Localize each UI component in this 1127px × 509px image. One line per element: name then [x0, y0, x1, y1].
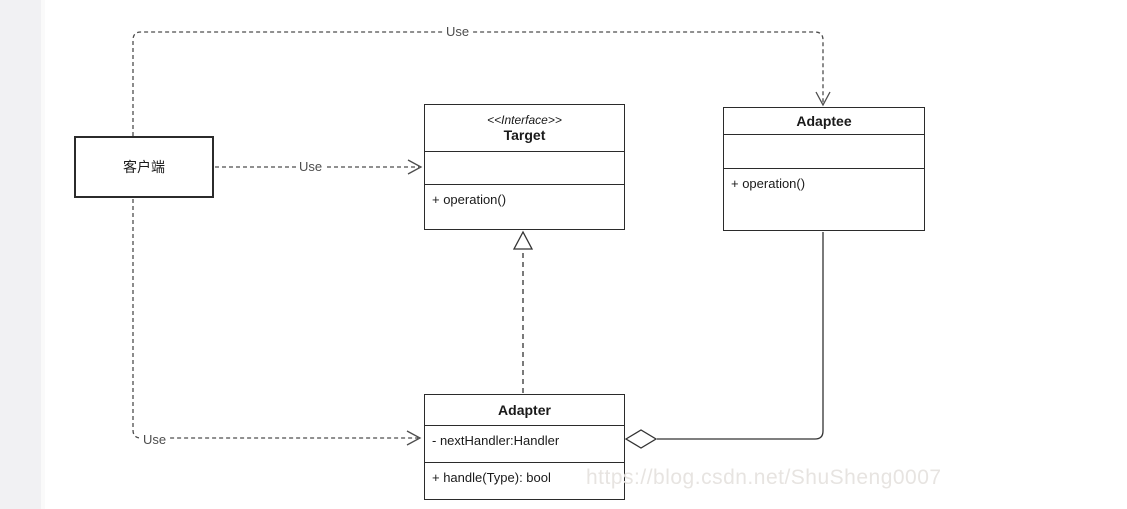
target-methods-section: + operation()	[425, 184, 624, 229]
adapter-attributes-section: - nextHandler:Handler	[425, 425, 624, 462]
open-arrowhead-adaptee	[815, 91, 831, 107]
edge-label-use-bottom: Use	[141, 432, 169, 447]
adaptee-header: Adaptee	[724, 108, 924, 134]
node-adaptee: Adaptee + operation()	[723, 107, 925, 231]
edge-client-to-adaptee	[132, 31, 824, 136]
adapter-name: Adapter	[498, 402, 551, 418]
adaptee-name: Adaptee	[796, 113, 852, 129]
adapter-methods-section: + handle(Type): bool	[425, 462, 624, 499]
node-adapter: Adapter - nextHandler:Handler + handle(T…	[424, 394, 625, 500]
client-label: 客户端	[123, 159, 165, 175]
adaptee-methods-section: + operation()	[724, 168, 924, 230]
target-header: <<Interface>> Target	[425, 105, 624, 151]
target-method: + operation()	[432, 192, 507, 207]
edge-client-to-adapter	[132, 199, 418, 439]
edge-label-use-top: Use	[444, 24, 472, 39]
target-stereotype: <<Interface>>	[487, 113, 562, 127]
node-client: 客户端	[74, 136, 214, 198]
aggregation-diamond	[624, 429, 658, 449]
open-arrowhead-target	[407, 159, 423, 175]
target-attributes-section	[425, 151, 624, 184]
adapter-attribute: - nextHandler:Handler	[432, 433, 560, 448]
page-left-gutter	[0, 0, 45, 509]
realization-triangle	[512, 230, 534, 250]
edge-label-use-middle: Use	[297, 159, 325, 174]
node-target: <<Interface>> Target + operation()	[424, 104, 625, 230]
watermark-text: https://blog.csdn.net/ShuSheng0007	[586, 466, 942, 489]
target-name: Target	[503, 127, 546, 143]
edge-adapter-aggregates-adaptee	[657, 232, 824, 440]
adaptee-method: + operation()	[731, 176, 806, 191]
adapter-header: Adapter	[425, 395, 624, 425]
adapter-method: + handle(Type): bool	[432, 470, 551, 485]
adaptee-attributes-section	[724, 134, 924, 168]
open-arrowhead-adapter	[406, 430, 422, 446]
